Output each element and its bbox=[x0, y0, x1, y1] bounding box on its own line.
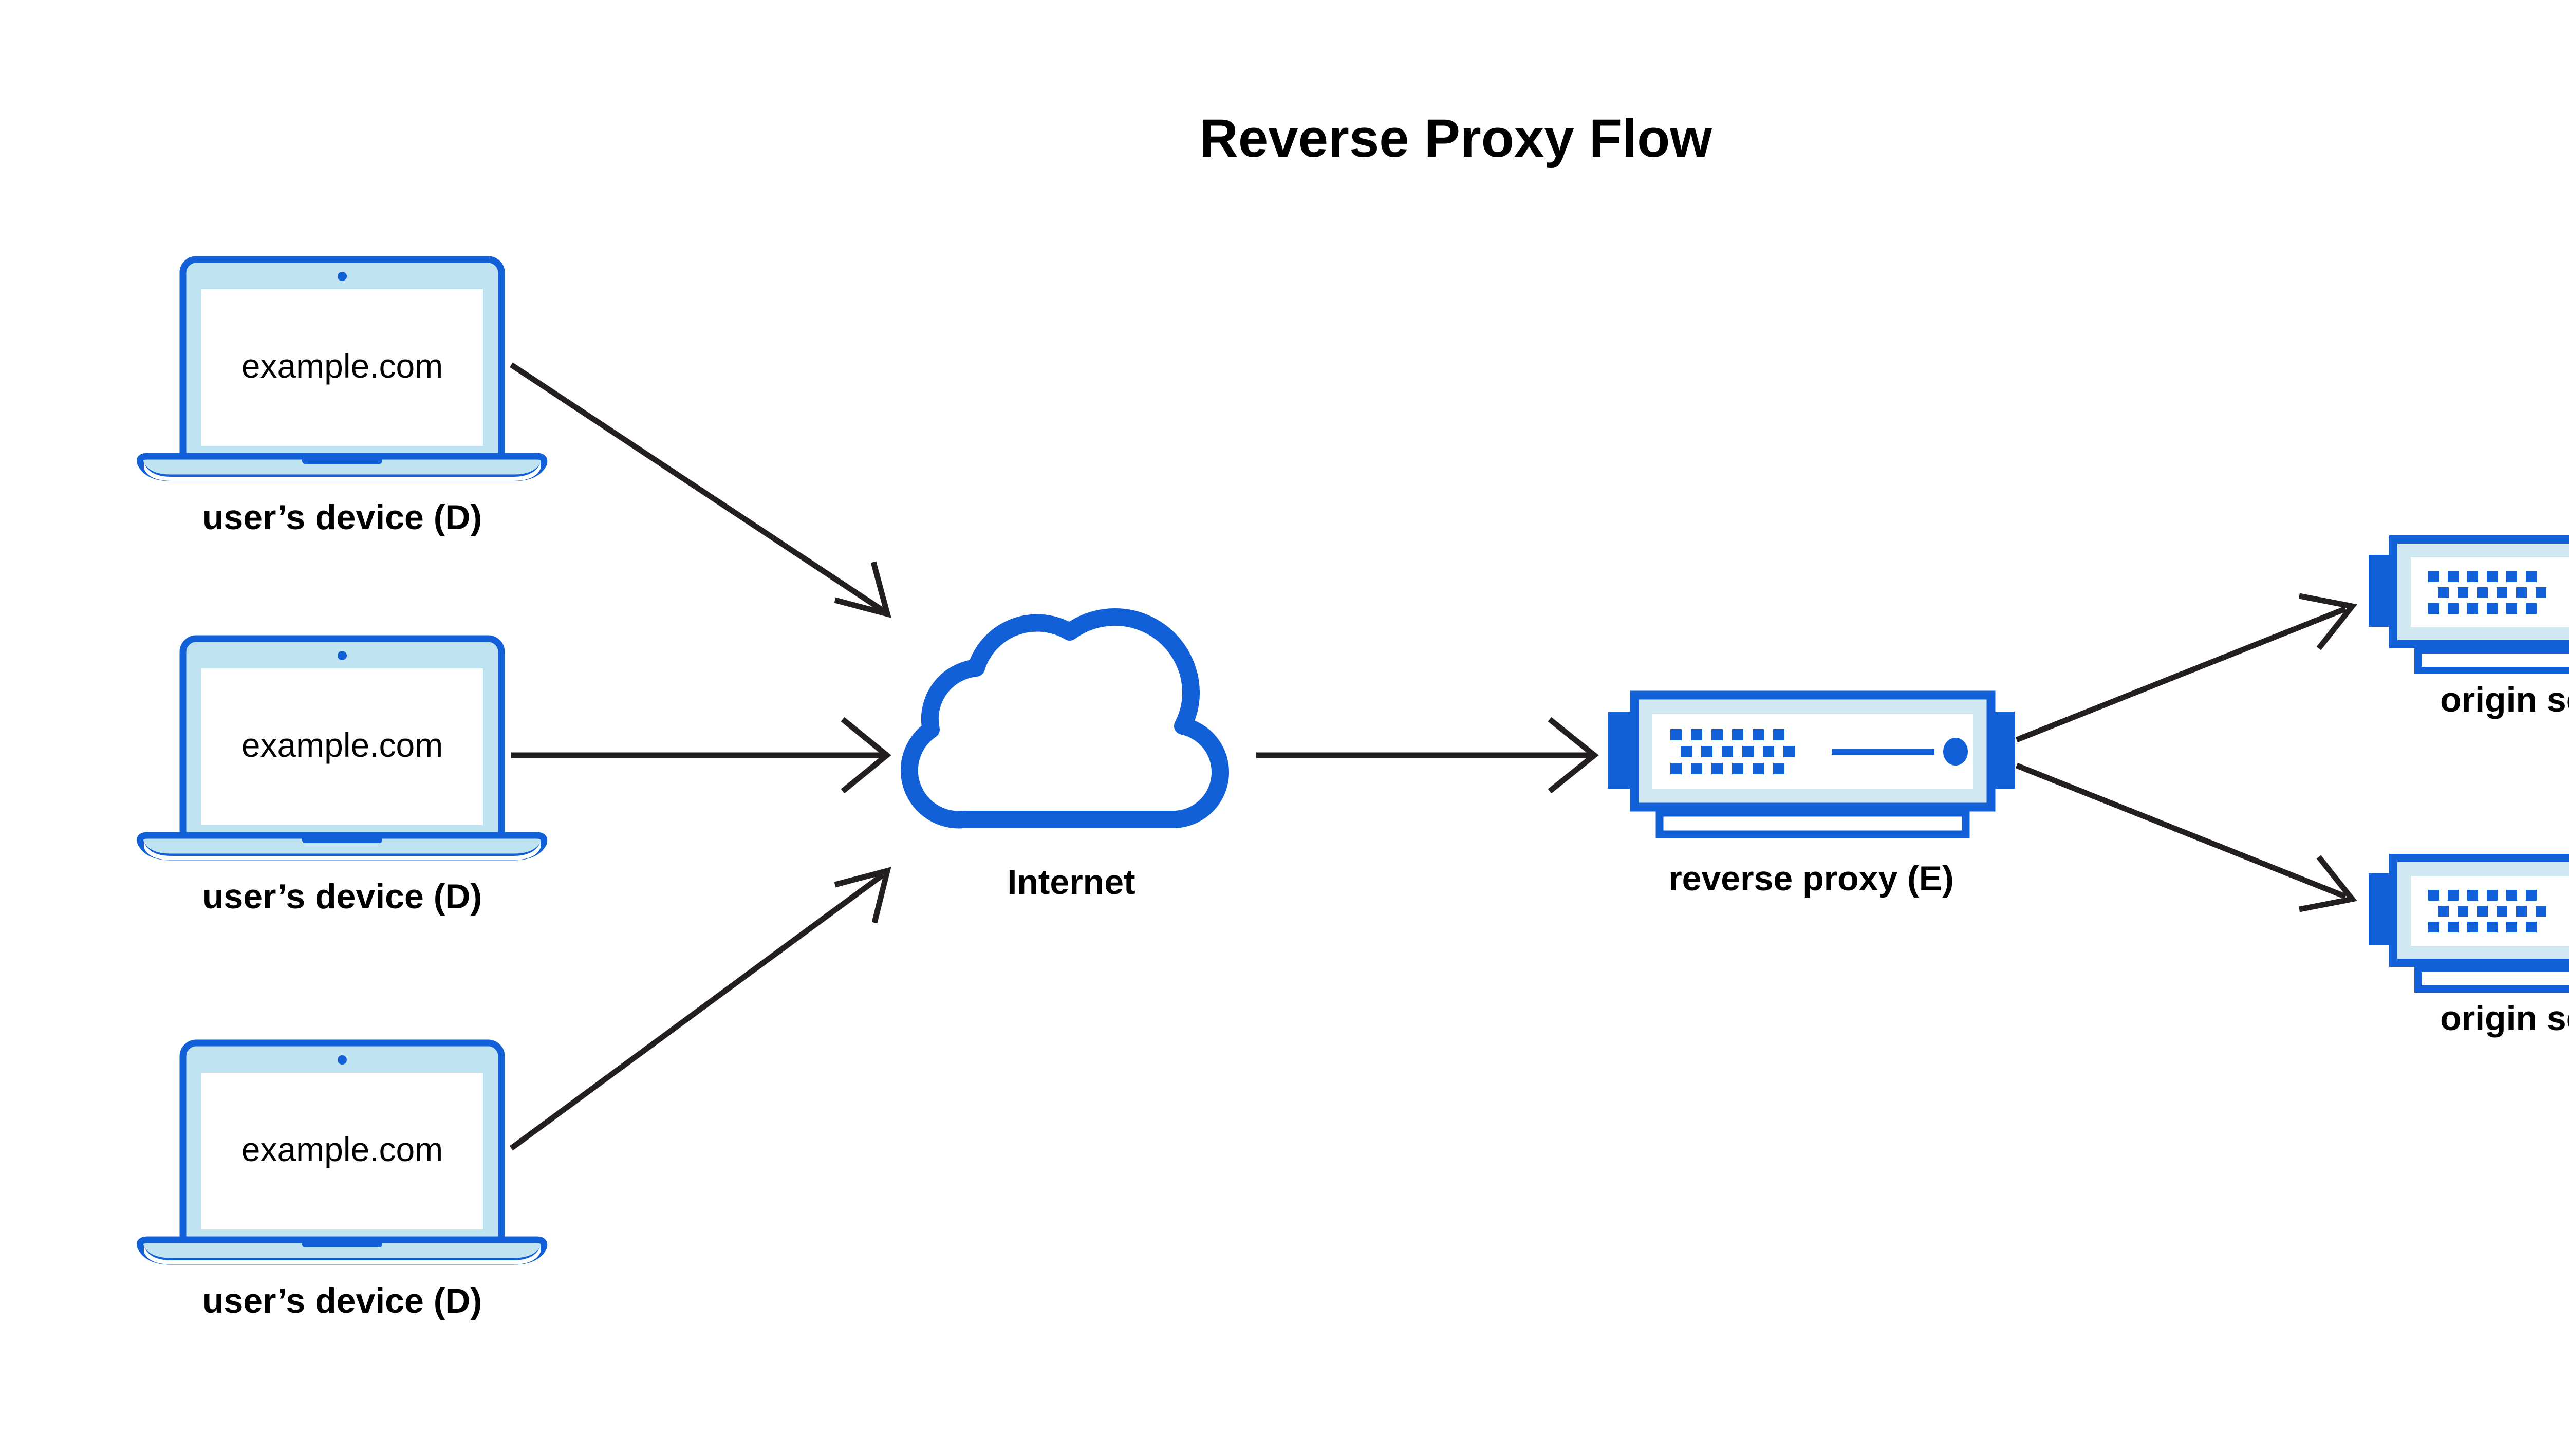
laptop-icon bbox=[137, 1039, 548, 1265]
trackpad-notch bbox=[302, 834, 382, 843]
edge-proxy-to-origin-bottom bbox=[2015, 762, 2357, 912]
server-icon bbox=[2369, 854, 2569, 993]
node-origin-top[interactable]: origin server (F) bbox=[2369, 535, 2569, 719]
webcam-dot bbox=[338, 651, 347, 660]
laptop-screen-text: example.com bbox=[241, 1130, 443, 1168]
server-power-dot bbox=[1943, 738, 1968, 766]
edge-proxy-to-origin-top bbox=[2015, 593, 2357, 743]
laptop-screen-text: example.com bbox=[241, 726, 443, 764]
page-title: Reverse Proxy Flow bbox=[1199, 108, 1712, 169]
trackpad-notch bbox=[302, 1239, 382, 1247]
node-label-client-top: user’s device (D) bbox=[202, 498, 482, 537]
edge-internet-to-proxy bbox=[1256, 717, 1599, 794]
node-label-origin-top: origin server (F) bbox=[2440, 680, 2569, 719]
node-label-reverse-proxy: reverse proxy (E) bbox=[1668, 859, 1954, 898]
server-led-grid bbox=[2428, 890, 2546, 932]
node-client-bottom[interactable]: example.com user’s device (D) bbox=[137, 1039, 548, 1320]
node-origin-bottom[interactable]: origin server (F) bbox=[2369, 854, 2569, 1038]
laptop-icon bbox=[137, 256, 548, 481]
trackpad-notch bbox=[302, 455, 382, 464]
laptop-icon bbox=[137, 635, 548, 861]
cloud-icon bbox=[900, 608, 1230, 829]
node-label-internet: Internet bbox=[1007, 863, 1135, 902]
node-client-top[interactable]: example.com user’s device (D) bbox=[137, 256, 548, 537]
edge-client-top-to-internet bbox=[509, 362, 891, 618]
webcam-dot bbox=[338, 1055, 347, 1065]
webcam-dot bbox=[338, 272, 347, 281]
server-icon bbox=[2369, 535, 2569, 674]
node-reverse-proxy[interactable]: reverse proxy (E) bbox=[1608, 690, 2015, 898]
laptop-screen-text: example.com bbox=[241, 347, 443, 385]
edge-client-bottom-to-internet bbox=[509, 867, 891, 1151]
server-status-line bbox=[1832, 749, 1934, 755]
node-client-middle[interactable]: example.com user’s device (D) bbox=[137, 635, 548, 916]
node-label-origin-bottom: origin server (F) bbox=[2440, 999, 2569, 1038]
node-label-client-bottom: user’s device (D) bbox=[202, 1281, 482, 1320]
node-internet[interactable]: Internet bbox=[900, 608, 1230, 902]
node-label-client-middle: user’s device (D) bbox=[202, 877, 482, 916]
server-led-grid bbox=[1670, 729, 1795, 774]
server-icon bbox=[1608, 690, 2015, 838]
server-led-grid bbox=[2428, 571, 2546, 614]
edge-client-middle-to-internet bbox=[511, 717, 891, 794]
